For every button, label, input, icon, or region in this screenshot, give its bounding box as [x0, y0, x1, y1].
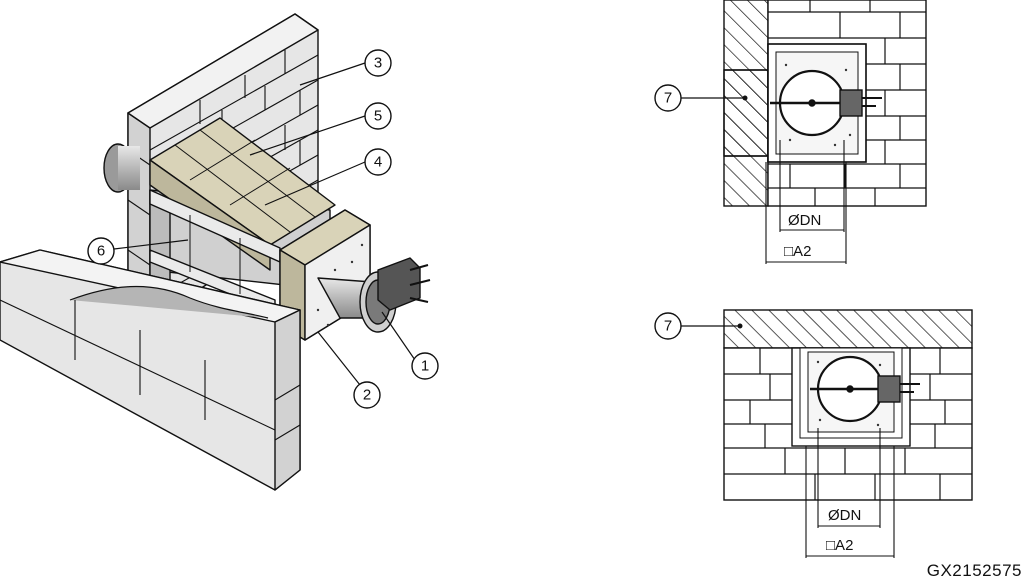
bottom-dim-a2: □A2 — [826, 537, 853, 554]
callout-1: 1 — [381, 311, 439, 380]
pipe-rear-end — [103, 143, 140, 193]
top-dim-a2: □A2 — [784, 243, 811, 260]
callout-6-label: 6 — [97, 243, 105, 260]
callout-5: 5 — [249, 102, 392, 156]
reference-code: GX2152575 — [926, 561, 1022, 580]
floor-slab — [0, 249, 301, 491]
callout-2-label: 2 — [363, 387, 371, 404]
section-view-wall — [723, 0, 927, 264]
callout-7-top: 7 — [654, 84, 748, 112]
section-view-ceiling — [723, 309, 973, 558]
callout-5-label: 5 — [374, 108, 382, 125]
callout-3-label: 3 — [374, 55, 382, 72]
top-dim-dn: ØDN — [788, 212, 821, 229]
callout-1-label: 1 — [421, 358, 429, 375]
callout-2: 2 — [317, 331, 381, 409]
actuator — [377, 257, 431, 311]
callout-6: 6 — [87, 237, 189, 265]
callout-7-bottom: 7 — [654, 312, 743, 340]
callout-4: 4 — [264, 148, 392, 206]
bottom-dim-dn: ØDN — [828, 507, 861, 524]
callout-7-bottom-label: 7 — [664, 318, 672, 335]
callout-3: 3 — [299, 49, 392, 86]
isometric-view — [0, 13, 431, 491]
callout-4-label: 4 — [374, 154, 382, 171]
callout-7-top-label: 7 — [664, 90, 672, 107]
